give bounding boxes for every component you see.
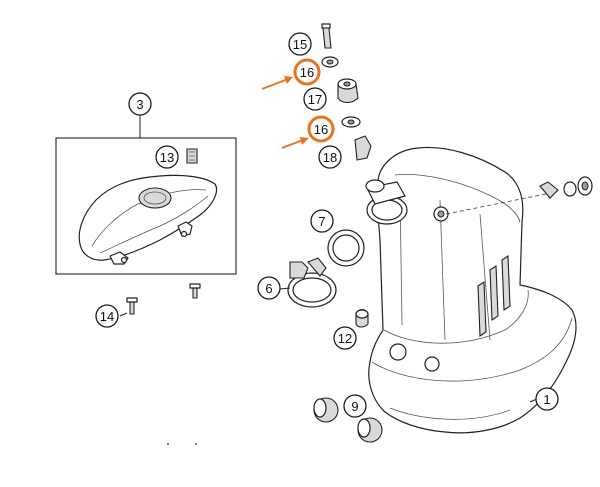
callout-circle (535, 387, 559, 411)
callout-circle (343, 394, 367, 418)
callout-16-highlighted: 16 (307, 115, 335, 143)
highlight-arrow-1 (261, 76, 293, 90)
callout-circle (318, 145, 342, 169)
callout-circle (293, 58, 321, 86)
highlight-arrow-2 (281, 137, 309, 149)
callout-number: 13 (160, 150, 174, 165)
callout-number: 7 (318, 214, 325, 229)
mounting-hardware-group (321, 23, 372, 161)
part-1-muffler (365, 146, 593, 434)
callout-number: 17 (308, 92, 322, 107)
callout-3: 3 (128, 92, 152, 116)
part-3-frame (55, 137, 237, 275)
callout-18: 18 (318, 145, 342, 169)
callout-16-highlighted: 16 (293, 58, 321, 86)
heat-shield-part (78, 174, 218, 261)
callout-number: 14 (100, 309, 114, 324)
callout-circle (307, 115, 335, 143)
callout-12: 12 (333, 326, 357, 350)
callout-circle (288, 32, 312, 56)
callout-1: 1 (535, 387, 559, 411)
callout-number: 16 (314, 122, 328, 137)
bracket-18-part (354, 135, 372, 161)
part-9-rubber-mounts (313, 397, 383, 443)
callout-number: 12 (338, 331, 352, 346)
callout-7: 7 (310, 209, 334, 233)
callout-number: 15 (293, 37, 307, 52)
callout-number: 6 (265, 281, 272, 296)
part-14-screws (119, 283, 201, 317)
callout-circle (128, 92, 152, 116)
exhaust-clamp-group (279, 229, 365, 308)
callout-number: 9 (351, 399, 358, 414)
callout-number: 1 (543, 392, 550, 407)
callout-number: 3 (136, 97, 143, 112)
heat-shield-hole (138, 187, 172, 209)
callout-14: 14 (95, 304, 119, 328)
bolt-15-part (322, 27, 332, 49)
callout-circle (333, 326, 357, 350)
callout-17: 17 (303, 87, 327, 111)
callout-circle (155, 145, 179, 169)
callout-circle (95, 304, 119, 328)
callout-circle (303, 87, 327, 111)
part-12-grommet (355, 308, 369, 328)
callout-13: 13 (155, 145, 179, 169)
callout-circle (310, 209, 334, 233)
callout-number: 16 (300, 65, 314, 80)
callout-number: 18 (323, 150, 337, 165)
callout-circle (257, 276, 281, 300)
callout-9: 9 (343, 394, 367, 418)
part-3-heat-shield-group (55, 115, 237, 275)
callout-15: 15 (288, 32, 312, 56)
callout-6: 6 (257, 276, 281, 300)
